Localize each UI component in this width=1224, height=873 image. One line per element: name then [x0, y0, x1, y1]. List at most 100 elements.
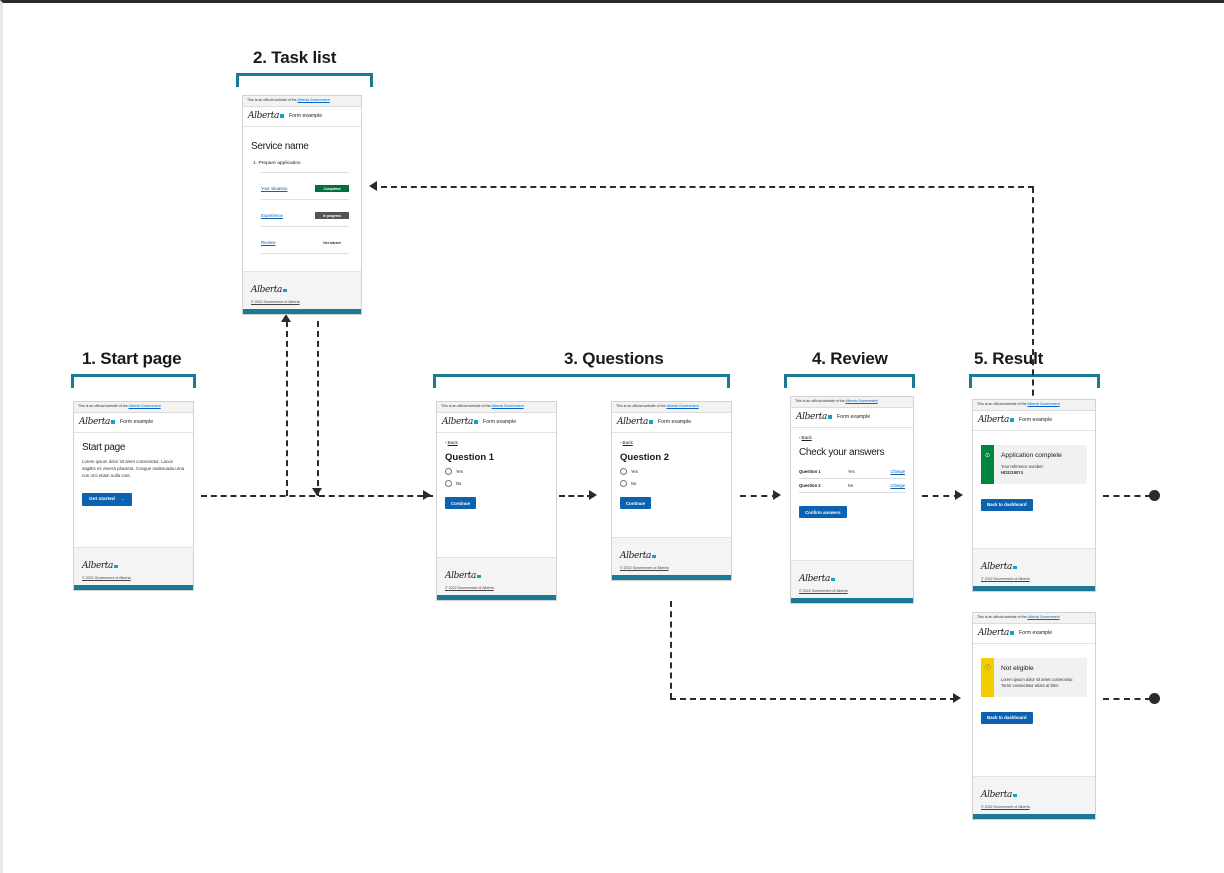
- page-title: Question 1: [445, 451, 495, 463]
- gov-banner-text: This is an official website of the: [78, 404, 129, 408]
- change-link-question-2[interactable]: Change: [890, 482, 905, 488]
- gov-banner-text: This is an official website of the: [795, 399, 846, 403]
- section-title-questions: 3. Questions: [564, 349, 664, 368]
- footer: Alberta © 2022 Government of Alberta: [791, 560, 913, 598]
- screen-question-2: This is an official website of the Alber…: [611, 401, 732, 581]
- alberta-government-link[interactable]: Alberta Government: [666, 404, 699, 408]
- alberta-government-link[interactable]: Alberta Government: [845, 399, 878, 403]
- answer-value: No: [847, 482, 854, 488]
- continue-button[interactable]: Continue: [620, 497, 652, 510]
- footer-copyright: © 2022 Government of Alberta: [445, 586, 494, 590]
- brand-row: Alberta Form example: [74, 412, 193, 433]
- review-body: ‹Back Check your answers Question 1 Yes …: [791, 427, 913, 560]
- alberta-wordmark-logo: Alberta: [248, 111, 284, 121]
- brand-row: Alberta Form example: [791, 407, 913, 428]
- brand-label: Form example: [1018, 630, 1053, 637]
- back-link[interactable]: ‹Back: [799, 435, 905, 440]
- radio-option-no[interactable]: No: [445, 479, 548, 487]
- footer-copyright: © 2022 Government of Alberta: [981, 577, 1030, 581]
- status-badge-in-progress: In progress: [315, 212, 349, 220]
- section-title-start-page: 1. Start page: [82, 349, 182, 368]
- radio-label-yes: Yes: [456, 468, 463, 474]
- chevron-left-icon: ‹: [445, 439, 447, 445]
- teal-bottom-bar: [973, 814, 1095, 819]
- status-badge-completed: Completed: [315, 185, 349, 193]
- footer: Alberta © 2022 Government of Alberta: [243, 271, 361, 309]
- arrowhead-to-result: [955, 490, 963, 500]
- panel-title: Not eligible: [1001, 664, 1034, 672]
- teal-bottom-bar: [973, 586, 1095, 591]
- bracket-questions: [433, 374, 730, 388]
- panel-accent-bar: ⓘ: [981, 657, 994, 698]
- radio-label-no: No: [456, 480, 462, 486]
- screen-result-not-eligible: This is an official website of the Alber…: [972, 612, 1096, 820]
- connector-q1-to-q2: [559, 495, 593, 497]
- alberta-government-link[interactable]: Alberta Government: [297, 98, 330, 102]
- back-to-dashboard-label: Back to dashboard: [987, 715, 1027, 721]
- task-list-body: Service name 1. Prepare application Your…: [243, 126, 361, 271]
- screen-question-1: This is an official website of the Alber…: [436, 401, 557, 601]
- continue-button[interactable]: Continue: [445, 497, 477, 510]
- arrowhead-to-question1: [423, 490, 431, 500]
- confirm-answers-label: Confirm answers: [805, 509, 841, 515]
- screen-review: This is an official website of the Alber…: [790, 396, 914, 604]
- back-to-dashboard-button[interactable]: Back to dashboard: [981, 498, 1033, 511]
- confirm-answers-button[interactable]: Confirm answers: [799, 506, 847, 519]
- teal-bottom-bar: [74, 585, 193, 590]
- table-row[interactable]: Review Not started: [261, 226, 349, 254]
- page-title: Service name: [251, 140, 309, 152]
- radio-option-no[interactable]: No: [620, 479, 723, 487]
- alberta-wordmark-logo: Alberta: [978, 628, 1014, 638]
- gov-banner-text: This is an official website of the: [977, 615, 1028, 619]
- back-link[interactable]: ‹Back: [620, 440, 723, 445]
- end-dot-not-eligible: [1149, 693, 1160, 704]
- teal-bottom-bar: [437, 595, 556, 600]
- alberta-government-link[interactable]: Alberta Government: [128, 404, 161, 408]
- section-title-result: 5. Result: [974, 349, 1044, 368]
- table-row[interactable]: Your situation Completed: [261, 172, 349, 200]
- answer-question-label: Question 2: [799, 482, 821, 488]
- footer-alberta-logo: Alberta: [981, 562, 1017, 572]
- connector-result-complete-end: [1103, 495, 1151, 497]
- bracket-start-page: [71, 374, 196, 388]
- reference-number: HD3219074: [1001, 470, 1023, 476]
- radio-option-yes[interactable]: Yes: [620, 467, 723, 475]
- connector-result-up: [1032, 187, 1034, 497]
- table-row: Question 1 Yes Change: [799, 465, 905, 479]
- radio-option-yes[interactable]: Yes: [445, 467, 548, 475]
- task-link-your-situation[interactable]: Your situation: [261, 185, 288, 191]
- alberta-wordmark-logo: Alberta: [978, 415, 1014, 425]
- task-link-review[interactable]: Review: [261, 239, 276, 245]
- gov-banner: This is an official website of the Alber…: [973, 400, 1095, 411]
- footer: Alberta © 2022 Government of Alberta: [973, 776, 1095, 814]
- back-link[interactable]: ‹Back: [445, 440, 548, 445]
- task-link-experience[interactable]: Experience: [261, 212, 283, 218]
- alberta-government-link[interactable]: Alberta Government: [1027, 402, 1060, 406]
- arrowhead-up-tasklist: [281, 314, 291, 322]
- end-dot-complete: [1149, 490, 1160, 501]
- back-to-dashboard-button[interactable]: Back to dashboard: [981, 711, 1033, 724]
- gov-banner: This is an official website of the Alber…: [74, 402, 193, 413]
- connector-result-to-tasklist: [381, 186, 1034, 188]
- change-link-question-1[interactable]: Change: [890, 468, 905, 474]
- alberta-government-link[interactable]: Alberta Government: [1027, 615, 1060, 619]
- footer-copyright: © 2022 Government of Alberta: [981, 805, 1030, 809]
- alberta-government-link[interactable]: Alberta Government: [491, 404, 524, 408]
- section-title-review: 4. Review: [812, 349, 888, 368]
- chevron-left-icon: ‹: [620, 439, 622, 445]
- screen-task-list: This is an official website of the Alber…: [242, 95, 362, 315]
- radio-icon: [445, 467, 452, 475]
- footer-alberta-logo: Alberta: [445, 571, 481, 581]
- get-started-button[interactable]: Get started →: [82, 493, 132, 507]
- brand-label: Form example: [1018, 417, 1053, 424]
- gov-banner: This is an official website of the Alber…: [437, 402, 556, 413]
- alberta-wordmark-logo: Alberta: [796, 412, 832, 422]
- arrow-right-icon: →: [119, 497, 125, 503]
- brand-row: Alberta Form example: [973, 410, 1095, 431]
- question-2-body: ‹Back Question 2 Yes No Continue: [612, 432, 731, 537]
- back-label: Back: [801, 434, 812, 440]
- panel-content: Application complete Your reference numb…: [994, 445, 1070, 484]
- page-title: Question 2: [620, 451, 670, 463]
- connector-q2-to-review: [740, 495, 778, 497]
- table-row[interactable]: Experience In progress: [261, 199, 349, 227]
